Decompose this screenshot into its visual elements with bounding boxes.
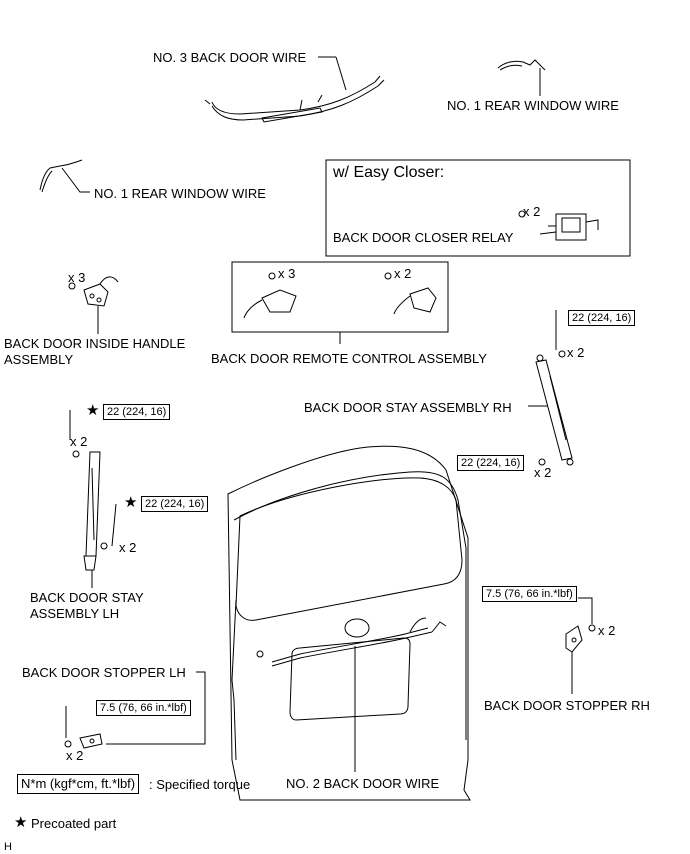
- qty-stopper-rh: x 2: [598, 623, 616, 638]
- label-stopper-rh: BACK DOOR STOPPER RH: [484, 698, 650, 713]
- easy-closer-title: w/ Easy Closer:: [333, 164, 445, 181]
- inside-handle-part: [68, 276, 119, 307]
- qty-relay: x 2: [523, 204, 541, 219]
- label-inside-handle-line2: ASSEMBLY: [4, 352, 74, 367]
- no1-rear-window-wire-part-b: [39, 159, 83, 193]
- label-stay-rh: BACK DOOR STAY ASSEMBLY RH: [304, 400, 512, 415]
- label-inside-handle-line1: BACK DOOR INSIDE HANDLE: [4, 336, 186, 351]
- label-remote-control: BACK DOOR REMOTE CONTROL ASSEMBLY: [211, 351, 487, 366]
- torque-stay-lh-top: 22 (224, 16): [103, 404, 171, 420]
- corner-code: H: [4, 841, 12, 853]
- qty-inside-handle: x 3: [68, 270, 86, 285]
- legend-torque-unit: N*m (kgf*cm, ft.*lbf): [17, 774, 140, 794]
- label-no1-rear-window-wire-top: NO. 1 REAR WINDOW WIRE: [447, 98, 619, 113]
- torque-stay-rh-bottom: 22 (224, 16): [457, 455, 525, 471]
- stay-lh-part: [72, 450, 108, 571]
- torque-stay-lh-bottom: 22 (224, 16): [141, 496, 209, 512]
- no2-back-door-wire-part: [256, 617, 447, 667]
- stopper-lh-part: [64, 733, 103, 749]
- label-stopper-lh: BACK DOOR STOPPER LH: [22, 665, 186, 680]
- remote-control-part-a: [243, 272, 297, 319]
- easy-closer-frame: [325, 159, 631, 257]
- qty-stopper-lh: x 2: [66, 748, 84, 763]
- qty-stay-lh-top: x 2: [70, 434, 88, 449]
- stopper-rh-part: [565, 624, 596, 653]
- label-no2-back-door-wire: NO. 2 BACK DOOR WIRE: [286, 776, 440, 791]
- qty-remote-a: x 3: [278, 266, 296, 281]
- precoated-star-stay-lh-top: ★: [86, 401, 100, 419]
- legend-precoated-part: Precoated part: [31, 816, 117, 831]
- legend-star-icon: ★: [14, 813, 28, 831]
- torque-stay-rh-top: 22 (224, 16): [568, 310, 636, 326]
- stay-rh-part: [535, 350, 574, 466]
- label-stay-lh-line2: ASSEMBLY LH: [30, 606, 120, 621]
- torque-stopper-rh: 7.5 (76, 66 in.*lbf): [482, 586, 577, 602]
- qty-stay-rh-bottom: x 2: [534, 465, 552, 480]
- back-door-closer-relay-part: [518, 210, 599, 241]
- qty-stay-lh-bottom: x 2: [119, 540, 137, 555]
- torque-stopper-lh: 7.5 (76, 66 in.*lbf): [96, 700, 191, 716]
- legend-specified-torque: : Specified torque: [149, 777, 251, 792]
- no3-back-door-wire-part: [204, 75, 385, 123]
- qty-remote-b: x 2: [394, 266, 412, 281]
- remote-control-part-b: [384, 272, 437, 315]
- no1-rear-window-wire-part-a: [497, 59, 546, 71]
- label-stay-lh-line1: BACK DOOR STAY: [30, 590, 144, 605]
- label-no1-rear-window-wire-left: NO. 1 REAR WINDOW WIRE: [94, 186, 266, 201]
- precoated-star-stay-lh-bottom: ★: [124, 493, 138, 511]
- back-door-panel: [227, 445, 471, 801]
- qty-stay-rh-top: x 2: [567, 345, 585, 360]
- label-back-door-closer-relay: BACK DOOR CLOSER RELAY: [333, 230, 514, 245]
- label-no3-back-door-wire: NO. 3 BACK DOOR WIRE: [153, 50, 307, 65]
